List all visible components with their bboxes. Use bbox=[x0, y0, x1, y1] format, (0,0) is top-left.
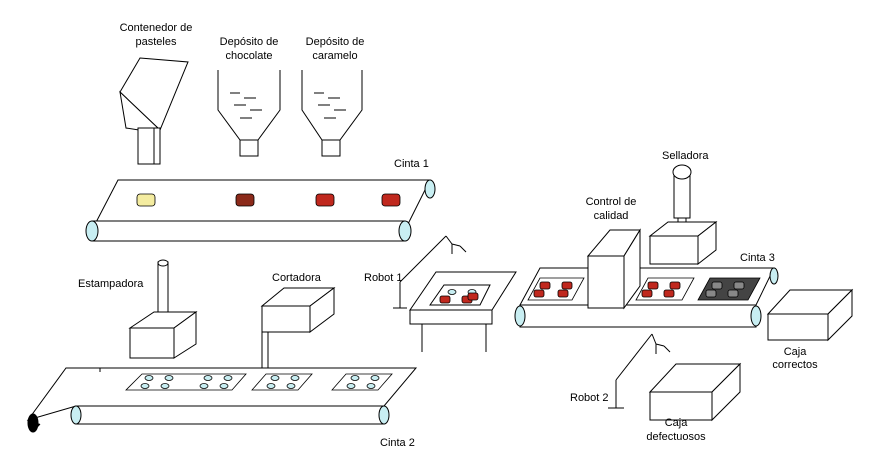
stamping-machine bbox=[128, 259, 198, 359]
caramel-tank bbox=[301, 70, 363, 157]
conveyor-belt-2 bbox=[26, 367, 418, 433]
label-caja-correctos-line1: Caja bbox=[783, 346, 807, 358]
label-estampadora: Estampadora bbox=[78, 278, 144, 290]
label-caja-defectuosos-line2: defectuosos bbox=[646, 431, 706, 443]
pastry-chocolate bbox=[235, 193, 255, 207]
label-control-line2: calidad bbox=[593, 210, 629, 222]
robot-1 bbox=[393, 235, 467, 309]
label-cinta-2: Cinta 2 bbox=[380, 437, 415, 449]
label-caramelo-line2: caramelo bbox=[312, 50, 358, 62]
defective-box bbox=[648, 362, 742, 422]
pastry-plain bbox=[136, 193, 156, 207]
belt-3-pastries bbox=[533, 281, 745, 298]
label-cinta-1: Cinta 1 bbox=[394, 158, 429, 170]
label-control-line1: Control de bbox=[585, 196, 637, 208]
label-caramelo-line1: Depósito de bbox=[305, 36, 365, 48]
quality-control-unit bbox=[586, 228, 641, 310]
sealing-machine bbox=[648, 164, 718, 266]
label-caja-defectuosos-line1: Caja bbox=[664, 417, 688, 429]
label-chocolate-line2: chocolate bbox=[225, 50, 273, 62]
pastry-caramel-1 bbox=[315, 193, 335, 207]
label-caja-correctos-line2: correctos bbox=[772, 359, 818, 371]
pastry-caramel-2 bbox=[381, 193, 401, 207]
robot-1-table bbox=[409, 271, 517, 352]
label-robot-2: Robot 2 bbox=[570, 392, 609, 404]
robot-1-tray-pastries bbox=[439, 289, 479, 304]
label-selladora: Selladora bbox=[662, 150, 709, 162]
chocolate-tank bbox=[217, 70, 281, 157]
correct-box bbox=[766, 288, 854, 342]
pastry-container bbox=[119, 57, 189, 165]
label-robot-1: Robot 1 bbox=[364, 272, 403, 284]
cutting-machine bbox=[260, 287, 336, 368]
label-chocolate-line1: Depósito de bbox=[219, 36, 279, 48]
robot-2 bbox=[608, 333, 671, 409]
label-cinta-3: Cinta 3 bbox=[740, 252, 775, 264]
belt-1-pastries bbox=[136, 193, 401, 207]
dough-sheets bbox=[125, 373, 393, 391]
conveyor-belt-1 bbox=[85, 179, 436, 242]
label-contenedor-line1: Contenedor de bbox=[119, 22, 193, 34]
label-contenedor-line2: pasteles bbox=[135, 36, 177, 48]
label-cortadora: Cortadora bbox=[272, 272, 321, 284]
